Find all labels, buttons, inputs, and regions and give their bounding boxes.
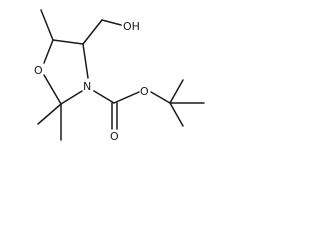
bond-c-o-ester: [113, 91, 140, 104]
bond-c2-o1: [43, 74, 62, 105]
bond-c2-methyl-a: [37, 103, 62, 125]
bond-c5-methyl: [40, 9, 54, 41]
ester-oxygen-label: O: [140, 85, 149, 98]
bond-ch2-oh: [101, 19, 122, 26]
ring-oxygen-label: O: [34, 64, 43, 77]
bond-tbu-methyl-down: [169, 102, 184, 127]
bond-tbu-methyl-up: [169, 79, 184, 104]
bond-c5-c4: [52, 39, 84, 45]
bond-o-cq: [150, 91, 171, 104]
bond-o1-c5: [43, 39, 54, 64]
carbonyl-oxygen-label: O: [110, 130, 119, 143]
bond-c4-n3: [82, 43, 89, 79]
ring-nitrogen-label: N: [83, 80, 91, 93]
bond-n3-carbonyl-c: [93, 90, 115, 104]
hydroxyl-label: OH: [123, 20, 140, 33]
bond-n3-c2: [60, 90, 83, 105]
chemical-structure-diagram: OH O N O O: [34, 9, 205, 143]
bond-c4-ch2: [82, 19, 103, 45]
